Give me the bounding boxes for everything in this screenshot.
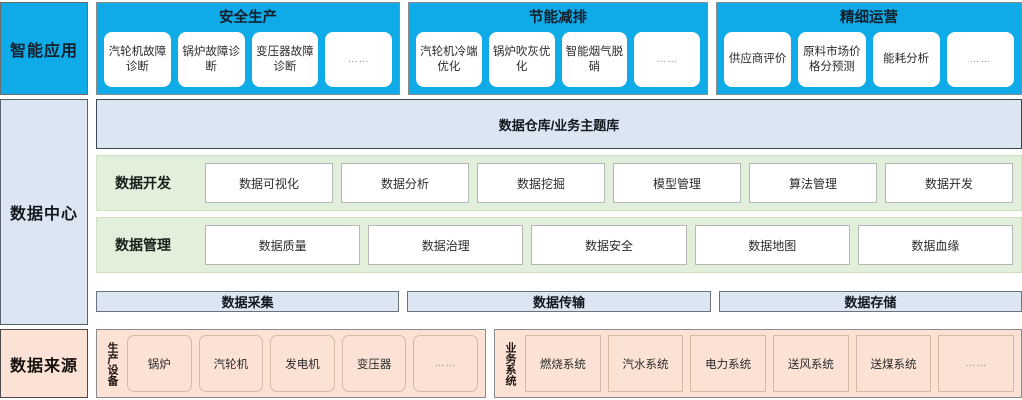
source-chip-steam-water-system[interactable]: 汽水系统 <box>607 335 684 392</box>
source-chip-transformer[interactable]: 变压器 <box>341 335 407 392</box>
application-group-refined-operations: 精细运营 供应商评价 原料市场价格分预测 能耗分析 …… <box>716 2 1022 95</box>
chip-data-mining[interactable]: 数据挖掘 <box>477 163 605 203</box>
layer-data-center: 数据中心 数据仓库/业务主题库 数据开发 数据可视化 数据分析 数据挖掘 模型管… <box>0 99 1022 325</box>
group-title-energy-saving: 节能减排 <box>529 10 587 26</box>
layer-label-data-center: 数据中心 <box>0 99 88 325</box>
layer-data-source: 数据来源 生产设备 锅炉 汽轮机 发电机 变压器 …… 业务系统 燃烧系统 汽水… <box>0 329 1022 398</box>
source-chip-air-supply-system[interactable]: 送风系统 <box>773 335 849 392</box>
pipeline-box-data-transmission[interactable]: 数据传输 <box>407 290 711 312</box>
band-data-management: 数据管理 数据质量 数据治理 数据安全 数据地图 数据血缘 <box>96 217 1022 273</box>
app-tile-more-refined-operations[interactable]: …… <box>946 32 1014 87</box>
items-business-systems: 燃烧系统 汽水系统 电力系统 送风系统 送煤系统 …… <box>525 335 1015 392</box>
chip-data-lineage[interactable]: 数据血缘 <box>857 225 1014 265</box>
data-center-bands: 数据仓库/业务主题库 数据开发 数据可视化 数据分析 数据挖掘 模型管理 算法管… <box>96 99 1022 325</box>
band-data-warehouse[interactable]: 数据仓库/业务主题库 <box>96 99 1022 149</box>
app-tile-more-energy-saving[interactable]: …… <box>634 32 700 87</box>
band-title-data-development: 数据开发 <box>115 175 171 191</box>
layer-label-intelligent-applications: 智能应用 <box>0 2 88 95</box>
layer-label-data-source: 数据来源 <box>0 329 88 398</box>
pipeline-box-data-storage[interactable]: 数据存储 <box>718 290 1022 312</box>
tiles-safe-production: 汽轮机故障诊断 锅炉故障诊断 变压器故障诊断 …… <box>104 32 392 87</box>
chip-data-map[interactable]: 数据地图 <box>694 225 850 265</box>
items-production-equipment: 锅炉 汽轮机 发电机 变压器 …… <box>127 335 478 392</box>
chip-data-visualization[interactable]: 数据可视化 <box>205 163 333 203</box>
source-chip-boiler[interactable]: 锅炉 <box>127 335 192 392</box>
band-data-development: 数据开发 数据可视化 数据分析 数据挖掘 模型管理 算法管理 数据开发 <box>96 155 1022 211</box>
tiles-energy-saving: 汽轮机冷端优化 锅炉吹灰优化 智能烟气脱硝 …… <box>416 32 700 87</box>
band-data-pipeline: 数据采集 数据传输 数据存储 <box>96 279 1022 323</box>
chip-data-governance[interactable]: 数据治理 <box>368 225 524 265</box>
source-chip-more-business-systems[interactable]: …… <box>938 335 1015 392</box>
group-title-safe-production: 安全生产 <box>219 10 277 26</box>
source-chip-power-system[interactable]: 电力系统 <box>690 335 767 392</box>
source-chip-more-production-equipment[interactable]: …… <box>413 335 478 392</box>
chip-data-analysis[interactable]: 数据分析 <box>341 163 469 203</box>
app-tile-turbine-cold-end-optimization[interactable]: 汽轮机冷端优化 <box>416 32 482 87</box>
chip-data-development[interactable]: 数据开发 <box>885 163 1013 203</box>
layer-intelligent-applications: 智能应用 安全生产 汽轮机故障诊断 锅炉故障诊断 变压器故障诊断 …… 节能减排… <box>0 2 1022 95</box>
data-source-groups: 生产设备 锅炉 汽轮机 发电机 变压器 …… 业务系统 燃烧系统 汽水系统 电力… <box>96 329 1022 398</box>
pipeline-box-data-collection[interactable]: 数据采集 <box>96 290 400 312</box>
app-tile-boiler-fault-diagnosis[interactable]: 锅炉故障诊断 <box>177 32 245 87</box>
app-tile-supplier-evaluation[interactable]: 供应商评价 <box>724 32 792 87</box>
tiles-refined-operations: 供应商评价 原料市场价格分预测 能耗分析 …… <box>724 32 1014 87</box>
items-data-development: 数据可视化 数据分析 数据挖掘 模型管理 算法管理 数据开发 <box>205 163 1013 203</box>
source-chip-combustion-system[interactable]: 燃烧系统 <box>525 335 601 392</box>
source-chip-generator[interactable]: 发电机 <box>270 335 335 392</box>
source-group-business-systems: 业务系统 燃烧系统 汽水系统 电力系统 送风系统 送煤系统 …… <box>494 329 1022 398</box>
app-tile-transformer-fault-diagnosis[interactable]: 变压器故障诊断 <box>251 32 319 87</box>
application-group-energy-saving: 节能减排 汽轮机冷端优化 锅炉吹灰优化 智能烟气脱硝 …… <box>408 2 708 95</box>
application-groups: 安全生产 汽轮机故障诊断 锅炉故障诊断 变压器故障诊断 …… 节能减排 汽轮机冷… <box>96 2 1022 95</box>
app-tile-raw-material-price-forecast[interactable]: 原料市场价格分预测 <box>798 32 866 87</box>
source-group-label-production-equipment: 生产设备 <box>106 341 118 386</box>
band-title-data-management: 数据管理 <box>115 237 171 253</box>
app-tile-smart-flue-gas-denitrification[interactable]: 智能烟气脱硝 <box>561 32 628 87</box>
chip-data-quality[interactable]: 数据质量 <box>205 225 361 265</box>
source-group-production-equipment: 生产设备 锅炉 汽轮机 发电机 变压器 …… <box>96 329 486 398</box>
source-chip-coal-feeding-system[interactable]: 送煤系统 <box>855 335 932 392</box>
source-chip-steam-turbine[interactable]: 汽轮机 <box>198 335 264 392</box>
source-group-label-business-systems: 业务系统 <box>504 341 516 386</box>
chip-model-management[interactable]: 模型管理 <box>613 163 741 203</box>
app-tile-more-safe-production[interactable]: …… <box>325 32 392 87</box>
app-tile-energy-consumption-analysis[interactable]: 能耗分析 <box>872 32 940 87</box>
group-title-refined-operations: 精细运营 <box>840 10 898 26</box>
app-tile-turbine-fault-diagnosis[interactable]: 汽轮机故障诊断 <box>104 32 171 87</box>
chip-data-security[interactable]: 数据安全 <box>531 225 687 265</box>
app-tile-boiler-soot-blowing-optimization[interactable]: 锅炉吹灰优化 <box>488 32 555 87</box>
items-data-management: 数据质量 数据治理 数据安全 数据地图 数据血缘 <box>205 225 1014 265</box>
application-group-safe-production: 安全生产 汽轮机故障诊断 锅炉故障诊断 变压器故障诊断 …… <box>96 2 400 95</box>
chip-algorithm-management[interactable]: 算法管理 <box>749 163 877 203</box>
